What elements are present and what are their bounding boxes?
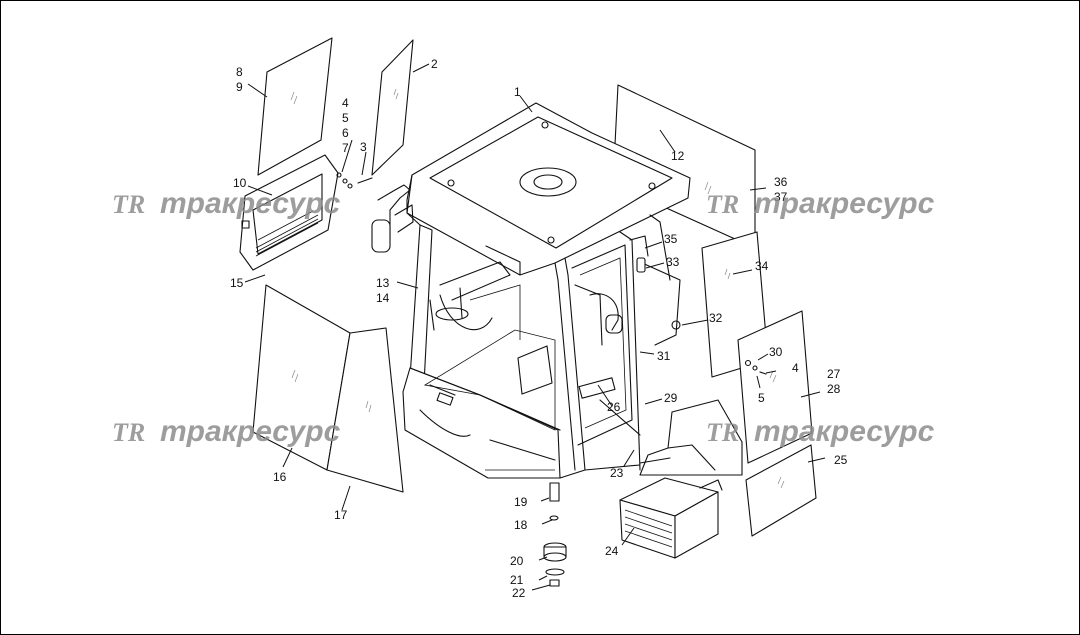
callout-9: 9 xyxy=(236,80,243,94)
callout-12: 12 xyxy=(671,149,685,163)
svg-text:TR: TR xyxy=(706,190,739,219)
callout-8: 8 xyxy=(236,65,243,79)
glass-panel-17 xyxy=(326,327,404,493)
leader-lines xyxy=(244,63,826,591)
callout-2: 2 xyxy=(431,57,438,71)
callout-22: 22 xyxy=(512,586,526,600)
callout-33: 33 xyxy=(666,255,680,269)
callout-31: 31 xyxy=(657,349,671,363)
callout-25: 25 xyxy=(834,453,848,467)
callout-34: 34 xyxy=(755,259,769,273)
callout-20: 20 xyxy=(510,554,524,568)
callout-37: 37 xyxy=(774,190,788,204)
callout-26: 26 xyxy=(607,400,621,414)
svg-text:TR: TR xyxy=(112,418,145,447)
callout-10: 10 xyxy=(233,176,247,190)
callout-24: 24 xyxy=(605,544,619,558)
callout-1: 1 xyxy=(514,85,521,99)
svg-text:тракресурс: тракресурс xyxy=(754,187,935,220)
callout-30: 30 xyxy=(769,345,783,359)
cab-roof xyxy=(406,102,691,276)
svg-text:тракресурс: тракресурс xyxy=(160,187,341,220)
watermark-bottom-right: TR тракресурс xyxy=(706,415,935,448)
callout-3: 3 xyxy=(360,140,367,154)
callout-29: 29 xyxy=(664,391,678,405)
callout-labels: 1 2 3 4 5 6 7 8 9 10 12 13 14 15 16 17 1… xyxy=(230,57,848,600)
mount-stack xyxy=(543,482,567,587)
callout-18: 18 xyxy=(514,518,528,532)
callout-4-left: 4 xyxy=(342,96,349,110)
callout-16: 16 xyxy=(273,470,287,484)
glass-panel-2 xyxy=(371,39,414,176)
svg-text:тракресурс: тракресурс xyxy=(754,415,935,448)
glass-panel-8-9 xyxy=(257,37,333,176)
callout-14: 14 xyxy=(376,291,390,305)
svg-text:TR: TR xyxy=(706,418,739,447)
callout-23: 23 xyxy=(610,466,624,480)
seat-base-24 xyxy=(619,477,723,559)
watermark-top-left: TR тракресурс xyxy=(112,187,341,220)
callout-5-left: 5 xyxy=(342,111,349,125)
watermark-bottom-left: TR тракресурс xyxy=(112,415,341,448)
callout-5-right: 5 xyxy=(758,391,765,405)
operator-seat xyxy=(639,399,743,476)
callout-6: 6 xyxy=(342,126,349,140)
callout-4-right: 4 xyxy=(792,361,799,375)
callout-13: 13 xyxy=(376,276,390,290)
callout-7: 7 xyxy=(342,141,349,155)
callout-27: 27 xyxy=(827,367,841,381)
glass-panel-25 xyxy=(745,444,817,537)
callout-19: 19 xyxy=(514,495,528,509)
svg-text:тракресурс: тракресурс xyxy=(160,415,341,448)
callout-28: 28 xyxy=(827,382,841,396)
callout-17: 17 xyxy=(334,508,348,522)
callout-36: 36 xyxy=(774,175,788,189)
cab-frame xyxy=(336,172,767,479)
callout-21: 21 xyxy=(510,573,524,587)
svg-text:TR: TR xyxy=(112,190,145,219)
callout-35: 35 xyxy=(664,232,678,246)
sunshade-panel-10 xyxy=(239,154,339,271)
callout-15: 15 xyxy=(230,276,244,290)
glass-panel-27-28 xyxy=(737,310,813,464)
watermark-top-right: TR тракресурс xyxy=(706,187,935,220)
callout-32: 32 xyxy=(709,311,723,325)
